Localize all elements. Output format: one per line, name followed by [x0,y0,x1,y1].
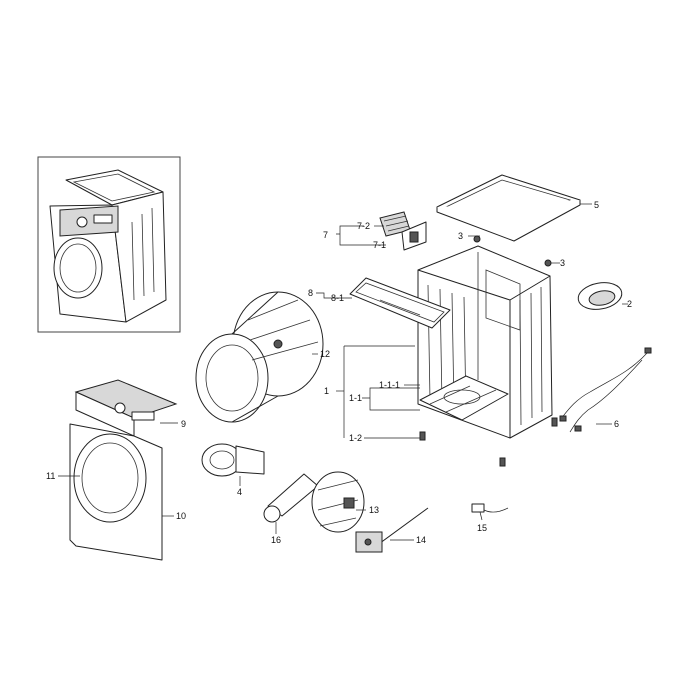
callout-5: 5 [594,200,599,210]
callout-4: 4 [237,487,242,497]
part-screws-top [473,235,552,267]
part-cabinet [417,245,558,467]
part-drum [195,291,324,423]
callout-16: 16 [271,535,281,545]
callout-12: 12 [320,349,330,359]
callout-labels: 1 1-1 1-1-1 1-2 2 3 3 4 5 6 7 7-1 7-2 8 … [46,200,632,545]
assembled-dryer-inset [37,156,181,333]
callout-3-left: 3 [458,231,463,241]
callout-7-2: 7-2 [357,221,370,231]
callout-1-1: 1-1 [349,393,362,403]
callout-7-1: 7-1 [373,240,386,250]
part-blower [201,443,265,477]
callout-15: 15 [477,523,487,533]
callout-1-2: 1-2 [349,433,362,443]
callout-1: 1 [324,386,329,396]
part-control-bracket [349,277,451,329]
part-filter-assembly [379,211,427,251]
callout-14: 14 [416,535,426,545]
callout-11: 11 [46,471,55,481]
part-valve-rod [355,507,429,553]
part-wire-harness [559,347,652,433]
part-duct [263,473,319,523]
callout-7: 7 [323,230,328,240]
callout-6: 6 [614,419,619,429]
part-top-cover [436,174,581,242]
callout-3-right: 3 [560,258,565,268]
callout-9: 9 [181,419,186,429]
part-heater [311,471,365,533]
callout-1-1-1: 1-1-1 [379,380,400,390]
callout-13: 13 [369,505,379,515]
leader-lines [58,203,628,541]
callout-8-1: 8-1 [331,293,344,303]
callout-2: 2 [627,299,632,309]
part-sensor [471,503,509,513]
callout-10: 10 [176,511,186,521]
part-2-housing [577,282,623,310]
part-front-panel [69,379,178,561]
callout-8: 8 [308,288,313,298]
